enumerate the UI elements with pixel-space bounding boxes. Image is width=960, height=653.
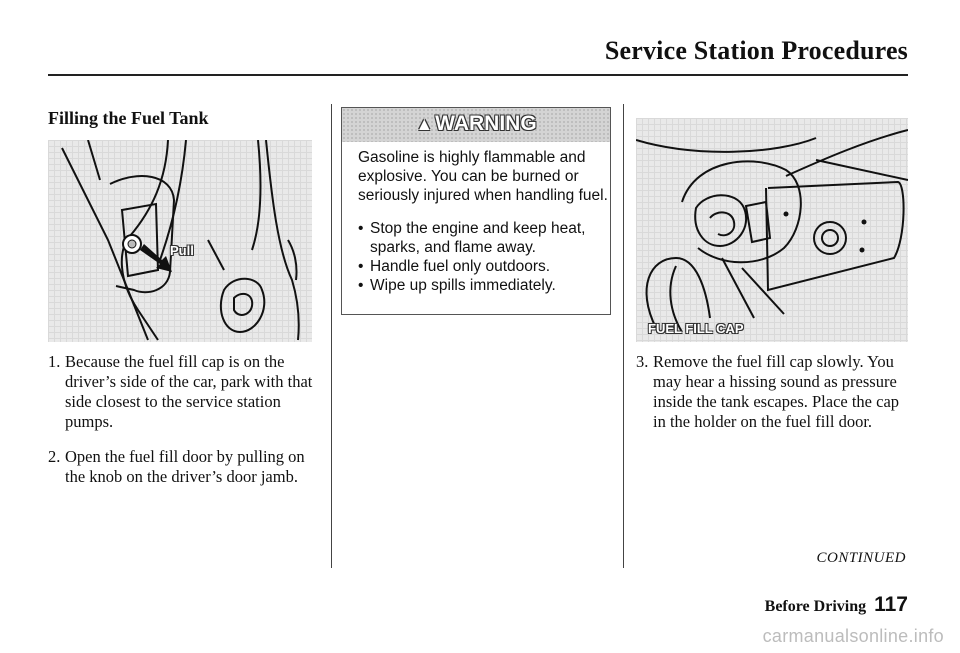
- step-text: Because the fuel fill cap is on the driv…: [65, 352, 313, 431]
- fuel-cap-illustration: [636, 129, 908, 333]
- step-number: 1.: [48, 352, 61, 371]
- warning-bullet: Stop the engine and keep heat, sparks, a…: [358, 219, 608, 257]
- column-divider-2: [623, 104, 624, 568]
- watermark-text: carmanualsonline.info: [762, 626, 944, 646]
- warning-heading-text: WARNING: [435, 112, 537, 135]
- column-divider-1: [331, 104, 332, 568]
- warning-bullet: Wipe up spills immediately.: [358, 276, 608, 295]
- step-number: 2.: [48, 447, 61, 466]
- warning-intro: Gasoline is highly flammable and explosi…: [358, 149, 608, 204]
- step-3: 3. Remove the fuel fill cap slowly. You …: [636, 352, 908, 432]
- page-number: 117: [874, 593, 908, 616]
- fuel-fill-cap-figure: FUEL FILL CAP: [636, 118, 908, 342]
- warning-triangle-icon: ▲: [415, 114, 434, 134]
- warning-body: Gasoline is highly flammable and explosi…: [358, 148, 608, 295]
- step-number: 3.: [636, 352, 649, 371]
- warning-bullet: Handle fuel only outdoors.: [358, 257, 608, 276]
- warning-heading: ▲WARNING: [342, 112, 610, 136]
- warning-header: ▲WARNING: [342, 108, 610, 142]
- header-rule: [48, 74, 908, 76]
- page-footer: Before Driving 117: [765, 593, 908, 617]
- step-text: Remove the fuel fill cap slowly. You may…: [653, 352, 900, 431]
- page-header-title: Service Station Procedures: [604, 36, 908, 65]
- footer-section-name: Before Driving: [764, 598, 867, 615]
- fuel-fill-cap-label: FUEL FILL CAP: [648, 321, 744, 336]
- pull-label: Pull: [170, 243, 194, 258]
- step-1: 1. Because the fuel fill cap is on the d…: [48, 352, 318, 432]
- step-2: 2. Open the fuel fill door by pulling on…: [48, 447, 318, 487]
- continued-label: CONTINUED: [816, 550, 906, 566]
- fuel-door-knob-figure: Pull: [48, 140, 312, 342]
- warning-bullet-list: Stop the engine and keep heat, sparks, a…: [358, 219, 608, 295]
- door-jamb-illustration: [61, 140, 300, 341]
- step-text: Open the fuel fill door by pulling on th…: [65, 447, 305, 486]
- warning-box: ▲WARNING Gasoline is highly flammable an…: [341, 107, 611, 315]
- section-title: Filling the Fuel Tank: [48, 108, 209, 128]
